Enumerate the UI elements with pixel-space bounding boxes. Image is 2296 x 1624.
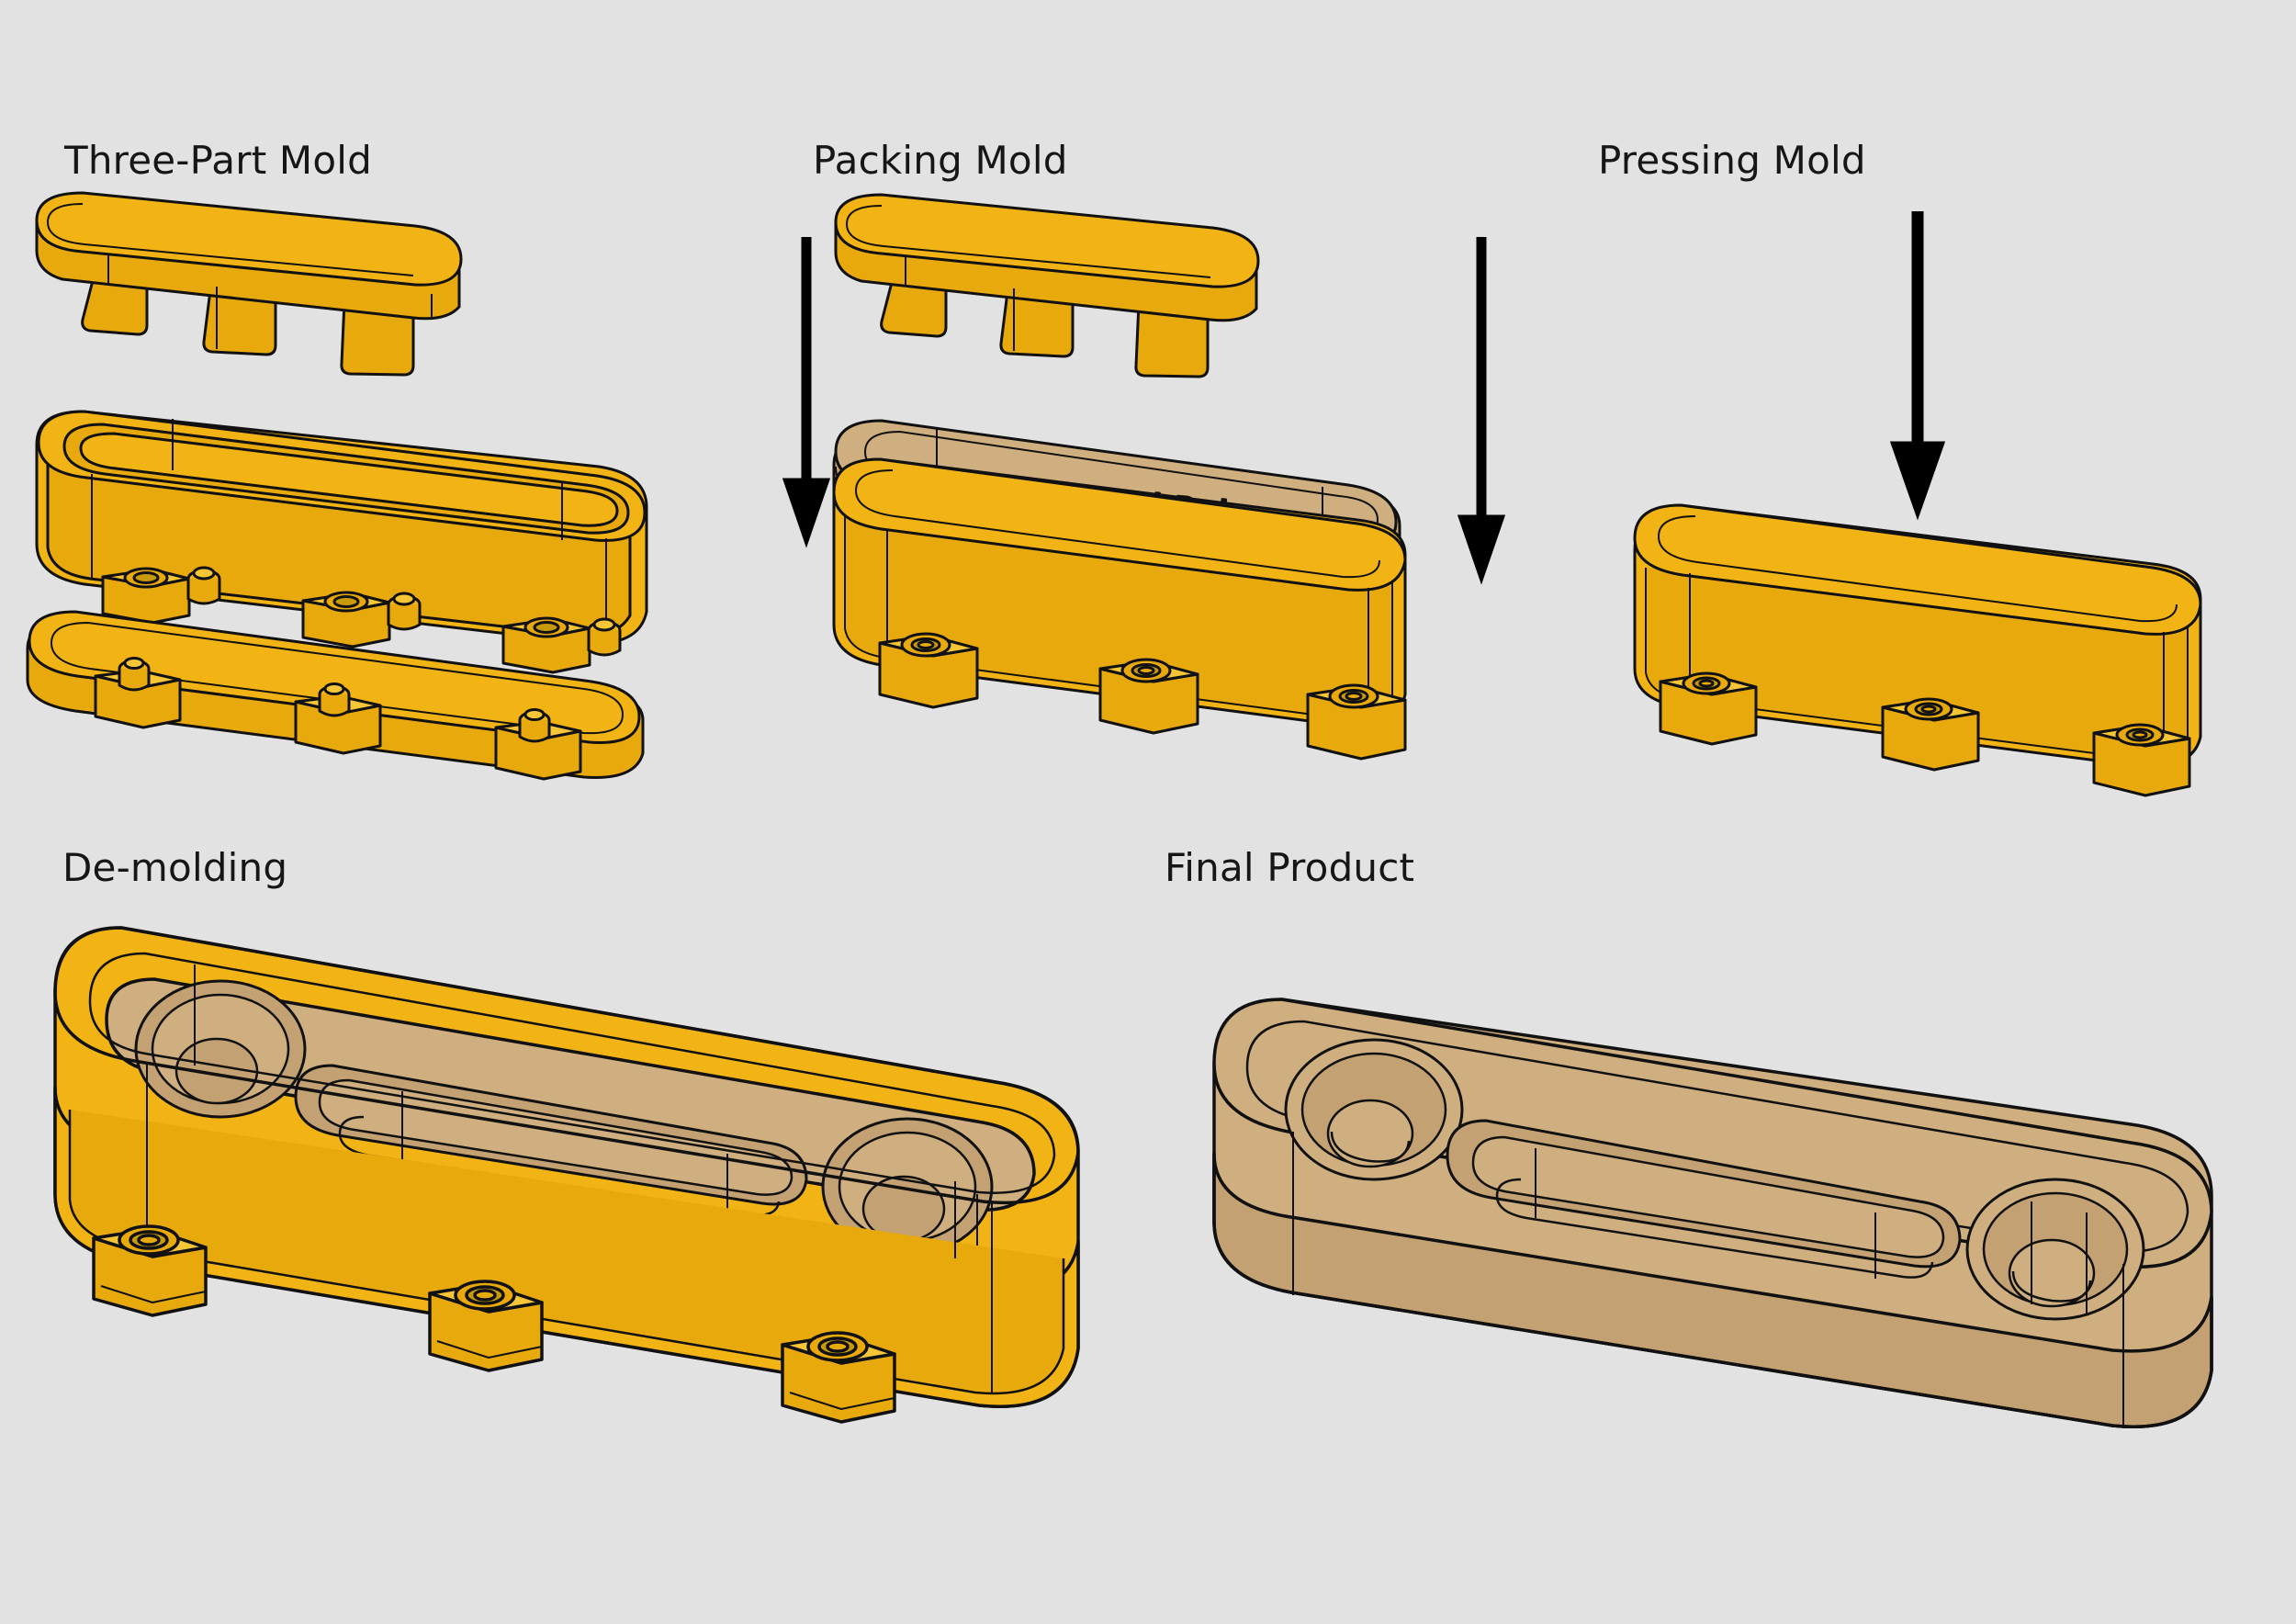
mounting-tab-socket (781, 1331, 896, 1424)
alignment-pin (387, 592, 422, 631)
alignment-pin-front (294, 682, 382, 755)
molded-pulp-tray (1212, 998, 2213, 1428)
press-force-arrow (1889, 211, 1946, 521)
mounting-tab-socket (1659, 671, 1758, 746)
upper-core-plug (834, 193, 1260, 378)
alignment-pin-front (494, 708, 582, 781)
alignment-pin-front (94, 657, 182, 729)
alignment-pin (186, 566, 221, 605)
panel-de-molding (37, 891, 1157, 1516)
mounting-tab-socket (301, 591, 391, 648)
panel-title-de-molding: De-molding (62, 845, 288, 890)
mounting-tab-socket (1098, 658, 1199, 735)
mounting-tab-socket (101, 567, 191, 625)
mounting-tab-socket (1306, 683, 1407, 761)
right-closing-arrow (1457, 237, 1506, 585)
mounting-tab-socket (2092, 723, 2191, 797)
alignment-pin (587, 617, 622, 657)
panel-title-three-part-mold: Three-Part Mold (64, 138, 372, 183)
mounting-tab-socket (428, 1280, 544, 1372)
panel-title-packing-mold: Packing Mold (813, 138, 1068, 183)
formed-pulp-tray (105, 977, 1036, 1262)
open-mold-shell (53, 926, 1080, 1424)
mounting-tab-socket (878, 632, 979, 709)
left-closing-arrow (782, 237, 831, 548)
lower-base-plate (26, 566, 645, 781)
mounting-tab-socket (501, 616, 591, 674)
panel-packing-mold: Cardboard Pulp (771, 184, 1543, 808)
panel-pressing-mold (1561, 184, 2259, 808)
panel-three-part-mold (0, 184, 735, 781)
mounting-tab-socket (92, 1224, 208, 1317)
panel-final-product (1194, 937, 2278, 1506)
panel-title-final-product: Final Product (1165, 845, 1415, 890)
closed-mold-assembly (1633, 503, 2202, 797)
lower-mold-body: Cardboard Pulp (832, 419, 1407, 761)
panel-title-pressing-mold: Pressing Mold (1598, 138, 1866, 183)
upper-core-plug (35, 191, 463, 377)
mounting-tab-socket (1881, 697, 1980, 772)
